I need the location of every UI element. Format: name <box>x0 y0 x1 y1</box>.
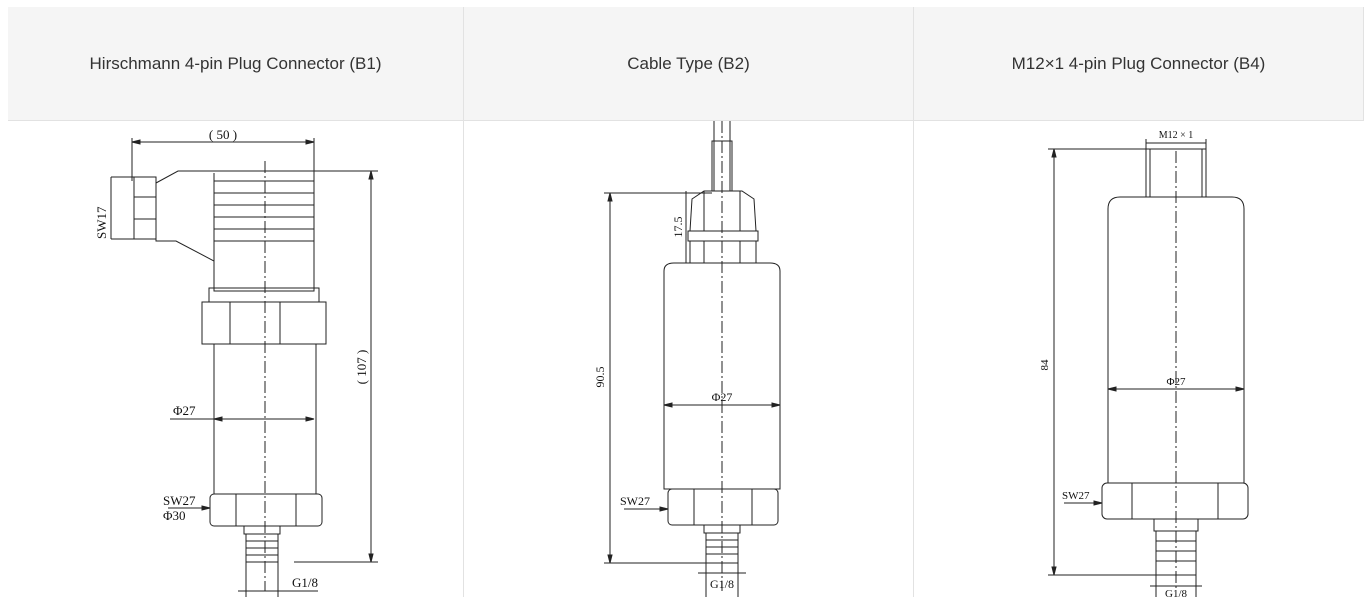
dim-height: ( 107 ) <box>354 350 369 385</box>
dim-diameter: Φ27 <box>1166 376 1186 388</box>
dim-height: 90.5 <box>593 367 607 388</box>
connector-table: Hirschmann 4-pin Plug Connector (B1) Cab… <box>8 7 1364 597</box>
dim-diameter: Φ27 <box>712 390 733 404</box>
drawing-cell-b1: ( 50 ) SW17 ( 107 ) Φ27 SW27 Φ30 G1/8 <box>8 120 464 597</box>
dim-thread: G1/8 <box>710 577 734 591</box>
dim-thread: G1/8 <box>1165 588 1188 597</box>
drawing-cell-b2: 17.5 90.5 Φ27 SW27 G1/8 <box>464 120 914 597</box>
header-b2: Cable Type (B2) <box>464 7 914 120</box>
header-b4: M12×1 4-pin Plug Connector (B4) <box>914 7 1364 120</box>
dim-diameter-bottom: Φ30 <box>163 508 186 523</box>
dim-diameter: Φ27 <box>173 403 196 418</box>
dim-width: ( 50 ) <box>209 127 237 142</box>
dim-connector: M12 × 1 <box>1159 130 1194 141</box>
dim-wrench-top: SW17 <box>94 206 109 239</box>
drawing-b1: ( 50 ) SW17 ( 107 ) Φ27 SW27 Φ30 G1/8 <box>94 127 378 597</box>
drawing-b2: 17.5 90.5 Φ27 SW27 G1/8 <box>593 121 781 597</box>
drawing-cell-b4: M12 × 1 84 Φ27 SW27 G1/8 <box>914 120 1364 597</box>
dim-wrench-bottom: SW27 <box>1062 490 1090 502</box>
dim-height: 84 <box>1039 359 1051 371</box>
header-b1: Hirschmann 4-pin Plug Connector (B1) <box>8 7 464 120</box>
dim-wrench-bottom: SW27 <box>620 494 650 508</box>
drawing-b4: M12 × 1 84 Φ27 SW27 G1/8 <box>1039 130 1249 597</box>
dim-thread: G1/8 <box>292 575 318 590</box>
dim-gland: 17.5 <box>671 217 685 238</box>
dim-wrench-bottom: SW27 <box>163 493 196 508</box>
